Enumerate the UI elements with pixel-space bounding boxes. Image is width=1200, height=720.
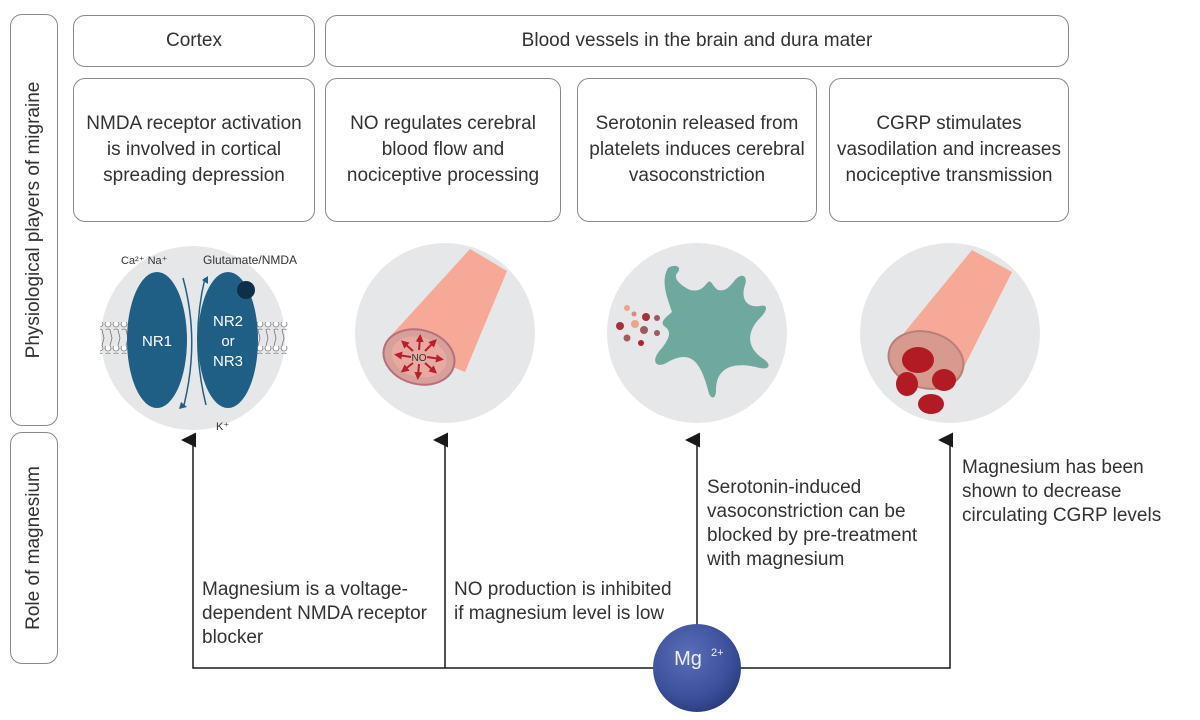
or-label: or	[221, 333, 234, 350]
red-blood-cell	[896, 372, 918, 396]
red-blood-cell	[902, 347, 934, 373]
platelet-illustration	[607, 243, 787, 423]
cortex-header: Cortex	[73, 15, 315, 67]
no-player-box: NO regulates cerebral blood flow and noc…	[325, 78, 561, 222]
arrow-to-cgrp	[735, 432, 953, 669]
mg-label: Mg	[674, 648, 702, 670]
cgrp-player-text: CGRP stimulates vasodilation and increas…	[837, 113, 1061, 186]
no-label: NO	[412, 353, 427, 364]
glutamate-ligand	[237, 281, 255, 299]
nr3-label: NR3	[213, 353, 243, 370]
role-serotonin-text: Serotonin-induced vasoconstriction can b…	[707, 477, 918, 570]
role-of-magnesium-label-box: Role of magnesium	[10, 432, 58, 664]
red-blood-cell	[932, 369, 956, 391]
role-nmda-text: Magnesium is a voltage-dependent NMDA re…	[202, 579, 427, 648]
nr2-label: NR2	[213, 313, 243, 330]
nr1-label: NR1	[142, 333, 172, 350]
nmda-player-text: NMDA receptor activation is involved in …	[86, 113, 302, 186]
serotonin-player-box: Serotonin released from platelets induce…	[577, 78, 817, 222]
nr1-subunit	[127, 272, 187, 408]
cortex-header-text: Cortex	[166, 30, 222, 51]
nmda-player-box: NMDA receptor activation is involved in …	[73, 78, 315, 222]
magnesium-connectors	[181, 432, 953, 669]
mg-charge: 2+	[711, 647, 724, 659]
k-ion-label: K⁺	[216, 421, 229, 433]
physiological-players-label-box: Physiological players of migraine	[10, 14, 58, 426]
role-cgrp-text: Magnesium has been shown to decrease cir…	[962, 457, 1162, 526]
arrow-to-nmda	[181, 432, 660, 669]
cgrp-vessel-illustration	[860, 243, 1040, 423]
no-vessel-illustration: NO	[355, 243, 535, 423]
serotonin-granules	[616, 305, 660, 346]
ions-in-label: Ca²⁺ Na⁺	[121, 255, 168, 267]
blood-vessels-header: Blood vessels in the brain and dura mate…	[325, 15, 1069, 67]
no-diffusion-arrows	[394, 334, 444, 380]
nr2-subunit	[198, 272, 258, 408]
platelet-shape	[655, 265, 769, 398]
no-player-text: NO regulates cerebral blood flow and noc…	[346, 113, 540, 186]
blood-vessels-header-text: Blood vessels in the brain and dura mate…	[521, 30, 873, 51]
serotonin-player-text: Serotonin released from platelets induce…	[589, 113, 805, 186]
red-blood-cell	[918, 394, 944, 414]
glutamate-label: Glutamate/NMDA	[203, 253, 297, 267]
cgrp-player-box: CGRP stimulates vasodilation and increas…	[829, 78, 1069, 222]
nmda-receptor-illustration: Ca²⁺ Na⁺ Glutamate/NMDA NR1 NR2 or NR3 K…	[100, 246, 297, 433]
magnesium-ion: Mg 2+	[653, 624, 741, 712]
role-no-text: NO production is inhibited if magnesium …	[454, 579, 672, 624]
